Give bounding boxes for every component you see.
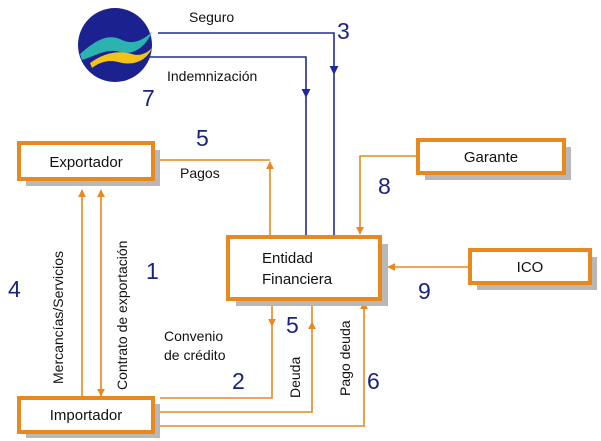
label-convenio-line1: Convenio — [164, 328, 223, 344]
number-5-top: 5 — [196, 125, 209, 151]
ico-box: ICO — [468, 248, 597, 290]
number-1: 1 — [146, 258, 159, 284]
entidad-label-line1: Entidad — [262, 250, 313, 267]
label-pagos: Pagos — [180, 165, 220, 181]
label-contrato: Contrato de exportación — [114, 241, 130, 390]
number-4: 4 — [8, 276, 21, 302]
entidad-label-line2: Financiera — [262, 271, 333, 288]
number-8: 8 — [378, 173, 391, 199]
ico-label: ICO — [517, 259, 544, 276]
label-seguro: Seguro — [189, 9, 234, 25]
number-3: 3 — [337, 18, 350, 44]
pago-deuda-connector — [160, 301, 368, 427]
garante-box: Garante — [416, 138, 571, 180]
exportador-label: Exportador — [49, 154, 122, 171]
number-9: 9 — [418, 278, 431, 304]
importador-box: Importador — [17, 396, 160, 438]
importador-label: Importador — [50, 407, 123, 424]
number-2: 2 — [232, 368, 245, 394]
indemnizacion-connector — [148, 56, 311, 240]
label-mercancias: Mercancías/Servicios — [50, 251, 66, 384]
entidad-financiera-box: Entidad Financiera — [226, 235, 388, 306]
exportador-box: Exportador — [17, 141, 160, 186]
label-deuda: Deuda — [287, 357, 303, 398]
pagos-connector — [160, 159, 274, 236]
number-7: 7 — [142, 85, 155, 111]
label-indemnizacion: Indemnización — [167, 68, 257, 84]
garante-label: Garante — [464, 149, 518, 166]
seguro-connector — [158, 32, 339, 240]
label-pago-deuda: Pago deuda — [337, 320, 353, 396]
garante-connector — [356, 155, 418, 235]
number-5-mid: 5 — [286, 312, 299, 338]
label-convenio-line2: de crédito — [164, 347, 226, 363]
number-6: 6 — [367, 368, 380, 394]
insurer-logo-icon — [78, 8, 152, 82]
